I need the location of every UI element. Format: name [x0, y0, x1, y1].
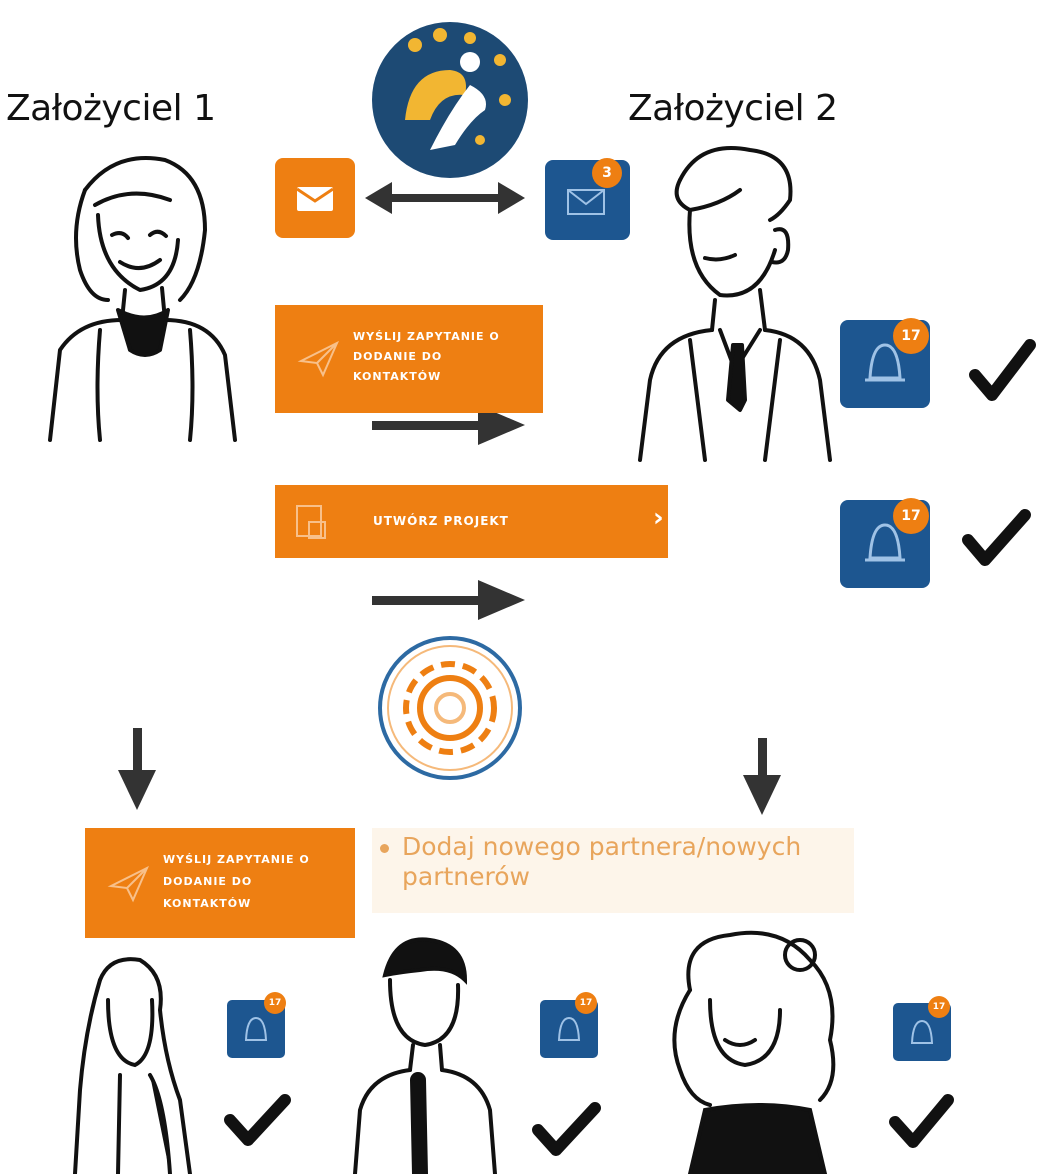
- erasmus-logo-icon: [372, 22, 528, 178]
- partner-3-figure: [672, 930, 836, 1174]
- founder-2-figure: [638, 146, 832, 462]
- notification-count-badge-3: 17: [264, 992, 286, 1014]
- contact-request-line-1: WYŚLIJ ZAPYTANIE O: [163, 853, 310, 866]
- partner-2-figure: [353, 937, 497, 1174]
- notification-count-badge-5: 17: [928, 996, 950, 1018]
- down-arrow-left: [118, 728, 156, 810]
- messages-count-badge: 3: [592, 158, 622, 188]
- bell-icon-small-1: [227, 1000, 285, 1058]
- founder-1-figure: [48, 156, 237, 442]
- paper-plane-icon: [297, 340, 340, 378]
- contact-request-line-3: KONTAKTÓW: [353, 370, 442, 383]
- add-partner-panel: Dodaj nowego partnera/nowych partnerów: [372, 828, 854, 913]
- down-arrow-right: [743, 738, 781, 815]
- checkmark-icon-2: [962, 509, 1031, 566]
- notification-count-badge-1: 17: [893, 318, 929, 354]
- add-partner-line-1: Dodaj nowego partnera/nowych: [402, 832, 802, 861]
- create-project-label: UTWÓRZ PROJEKT: [373, 514, 509, 528]
- double-arrow: [365, 182, 525, 214]
- right-arrow-2: [372, 580, 525, 620]
- contact-request-button-top[interactable]: WYŚLIJ ZAPYTANIE O DODANIE DO KONTAKTÓW: [275, 305, 543, 413]
- contact-request-button-bottom[interactable]: WYŚLIJ ZAPYTANIE O DODANIE DO KONTAKTÓW: [85, 828, 355, 938]
- bullet-dot: [380, 844, 389, 853]
- founder-2-label: Założyciel 2: [628, 88, 838, 129]
- right-arrow-1: [372, 405, 525, 445]
- add-partner-line-2: partnerów: [402, 862, 530, 891]
- contact-request-line-2: DODANIE DO: [353, 350, 443, 363]
- paper-plane-icon: [107, 865, 150, 903]
- checkmark-icon-4: [532, 1102, 601, 1156]
- contact-request-line-3: KONTAKTÓW: [163, 897, 252, 910]
- notification-count-badge-4: 17: [575, 992, 597, 1014]
- checkmark-icon-1: [969, 339, 1036, 401]
- notification-count-badge-2: 17: [893, 498, 929, 534]
- founder-1-label: Założyciel 1: [6, 88, 216, 129]
- bell-icon-small-2: [540, 1000, 598, 1058]
- checkmark-icon-5: [889, 1094, 954, 1148]
- envelope-icon-sender: [275, 158, 355, 238]
- partner-1-figure: [73, 957, 192, 1174]
- contact-request-line-2: DODANIE DO: [163, 875, 253, 888]
- contact-request-line-1: WYŚLIJ ZAPYTANIE O: [353, 330, 500, 343]
- checkmark-icon-3: [224, 1094, 291, 1146]
- chevron-right-icon: ›: [653, 503, 664, 533]
- gear-icon: [378, 636, 522, 780]
- document-icon: [296, 505, 326, 539]
- create-project-button[interactable]: UTWÓRZ PROJEKT ›: [275, 485, 668, 558]
